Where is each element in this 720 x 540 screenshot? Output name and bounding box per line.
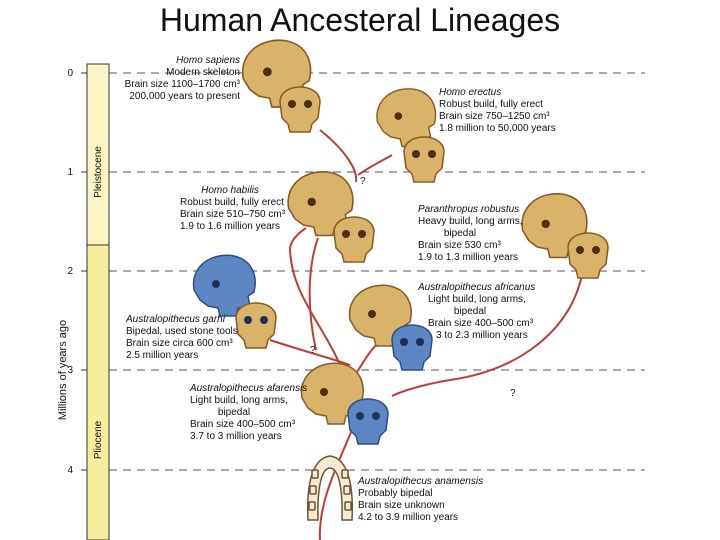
- label-homo-habilis: Homo habilis Robust build, fully erect B…: [180, 185, 286, 232]
- unknown-mark: ?: [510, 388, 516, 399]
- africanus-skull-front-icon: [391, 324, 433, 371]
- homo-habilis-skull-side-icon: [287, 171, 354, 237]
- lineage-erectus-link: [357, 154, 393, 176]
- svg-text:bipedal: bipedal: [454, 306, 486, 317]
- svg-text:1.9 to 1.6 million years: 1.9 to 1.6 million years: [180, 221, 280, 232]
- svg-text:200,000 years to present: 200,000 years to present: [129, 91, 240, 102]
- svg-text:bipedal: bipedal: [218, 407, 250, 418]
- homo-sapiens-skull-side-icon: [241, 39, 312, 108]
- tick-2: 2: [67, 266, 87, 277]
- svg-text:Light build, long arms,: Light build, long arms,: [428, 294, 526, 305]
- svg-text:Heavy build, long arms,: Heavy build, long arms,: [418, 216, 523, 227]
- epoch-pleistocene: Pleistocene: [93, 146, 104, 198]
- svg-text:Robust build, fully erect: Robust build, fully erect: [180, 197, 284, 208]
- axis-title: Millions of years ago: [57, 320, 69, 420]
- label-australopithecus-africanus: Australopithecus africanus Light build, …: [417, 282, 535, 341]
- anamensis-jaw-icon: [306, 455, 354, 521]
- svg-text:2.5 million years: 2.5 million years: [126, 350, 198, 361]
- svg-text:Bipedal, used stone tools: Bipedal, used stone tools: [126, 326, 238, 337]
- label-paranthropus-robustus: Paranthropus robustus Heavy build, long …: [418, 204, 523, 263]
- svg-text:2: 2: [67, 266, 73, 277]
- tick-1: 1: [67, 167, 87, 178]
- lineage-afarensis-to-homo: [288, 227, 349, 386]
- paranthropus-skull-side-icon: [521, 193, 588, 259]
- lineage-robustus: [391, 274, 583, 397]
- svg-text:Brain size 530 cm³: Brain size 530 cm³: [418, 240, 501, 251]
- svg-text:Brain size 400–500 cm³: Brain size 400–500 cm³: [190, 419, 296, 430]
- afarensis-skull-side-icon: [300, 362, 364, 425]
- svg-text:0: 0: [67, 68, 73, 79]
- svg-text:Brain size 510–750 cm³: Brain size 510–750 cm³: [180, 209, 286, 220]
- homo-habilis-skull-front-icon: [333, 216, 375, 263]
- homo-sapiens-skull-front-icon: [279, 86, 321, 133]
- lineage-garhi-link: [269, 339, 351, 366]
- svg-text:1: 1: [67, 167, 73, 178]
- svg-text:Homo erectus: Homo erectus: [439, 87, 501, 98]
- svg-text:4.2 to 3.9 million years: 4.2 to 3.9 million years: [358, 512, 458, 523]
- svg-text:Robust build, fully erect: Robust build, fully erect: [439, 99, 543, 110]
- svg-text:Brain size 1100–1700 cm³: Brain size 1100–1700 cm³: [125, 79, 241, 90]
- afarensis-skull-front-icon: [347, 398, 389, 445]
- label-homo-sapiens: Homo sapiens Modern skeleton Brain size …: [125, 55, 241, 102]
- unknown-mark: ?: [310, 345, 316, 356]
- svg-text:3 to 2.3 million years: 3 to 2.3 million years: [436, 330, 528, 341]
- svg-text:Paranthropus robustus: Paranthropus robustus: [418, 204, 519, 215]
- svg-text:Australopithecus africanus: Australopithecus africanus: [417, 282, 535, 293]
- label-australopithecus-garhi: Australopithecus garhi Bipedal, used sto…: [125, 314, 238, 361]
- unknown-mark: ?: [360, 176, 366, 187]
- svg-text:1.8 million to 50,000 years: 1.8 million to 50,000 years: [439, 123, 556, 134]
- svg-text:Brain size 750–1250 cm³: Brain size 750–1250 cm³: [439, 111, 550, 122]
- label-australopithecus-afarensis: Australopithecus afarensis Light build, …: [189, 383, 307, 442]
- africanus-skull-side-icon: [348, 284, 412, 347]
- svg-text:3.7 to 3 million years: 3.7 to 3 million years: [190, 431, 282, 442]
- svg-text:Brain size unknown: Brain size unknown: [358, 500, 445, 511]
- svg-text:Brain size circa 600 cm³: Brain size circa 600 cm³: [126, 338, 233, 349]
- svg-text:Brain size 400–500 cm³: Brain size 400–500 cm³: [428, 318, 534, 329]
- svg-text:bipedal: bipedal: [444, 228, 476, 239]
- svg-text:Australopithecus anamensis: Australopithecus anamensis: [357, 476, 483, 487]
- garhi-skull-side-icon: [192, 254, 256, 317]
- svg-text:Probably bipedal: Probably bipedal: [358, 488, 433, 499]
- svg-text:3: 3: [67, 365, 73, 376]
- svg-text:Homo sapiens: Homo sapiens: [176, 55, 240, 66]
- label-homo-erectus: Homo erectus Robust build, fully erect B…: [439, 87, 556, 134]
- lineage-anamensis-to-afarensis: [318, 429, 353, 540]
- svg-text:Modern skeleton: Modern skeleton: [166, 67, 240, 78]
- lineage-habilis-branch: [308, 237, 319, 351]
- lineage-habilis-to-sapiens: [319, 129, 358, 183]
- epoch-pliocene: Pliocene: [93, 420, 104, 459]
- tick-0: 0: [67, 68, 87, 79]
- svg-text:4: 4: [67, 465, 73, 476]
- svg-text:Light build, long arms,: Light build, long arms,: [190, 395, 288, 406]
- paranthropus-skull-front-icon: [567, 232, 609, 279]
- pliocene-band: [86, 244, 110, 540]
- garhi-skull-front-icon: [235, 302, 277, 349]
- tick-3: 3: [67, 365, 87, 376]
- homo-erectus-skull-side-icon: [376, 88, 437, 148]
- svg-text:Australopithecus afarensis: Australopithecus afarensis: [189, 383, 307, 394]
- homo-erectus-skull-front-icon: [403, 136, 445, 183]
- svg-text:Homo habilis: Homo habilis: [201, 185, 259, 196]
- tick-4: 4: [67, 465, 87, 476]
- page-title: Human Ancesteral Lineages: [159, 2, 561, 38]
- svg-text:1.9 to 1.3 million years: 1.9 to 1.3 million years: [418, 252, 518, 263]
- time-axis: 0 1 2 3 4 Pleistocene Pliocene Millions …: [57, 63, 110, 540]
- label-australopithecus-anamensis: Australopithecus anamensis Probably bipe…: [357, 476, 483, 523]
- svg-text:Australopithecus garhi: Australopithecus garhi: [125, 314, 226, 325]
